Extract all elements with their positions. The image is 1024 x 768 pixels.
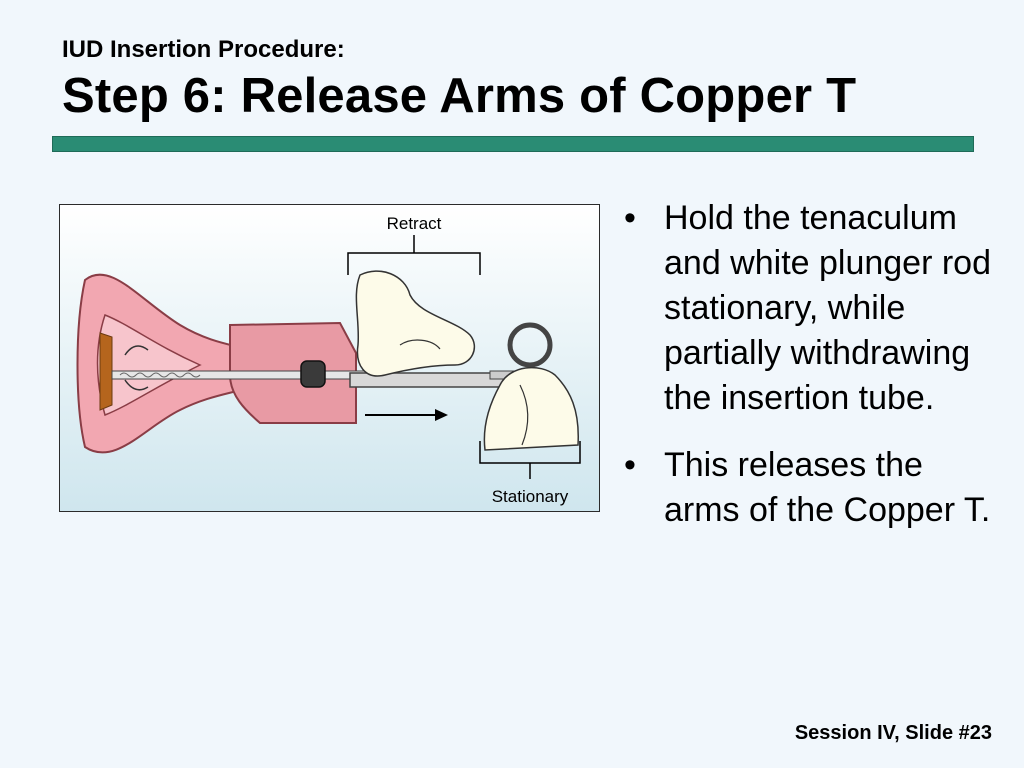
slide-title: Step 6: Release Arms of Copper T: [62, 69, 857, 123]
bullet-list: • Hold the tenaculum and white plunger r…: [624, 196, 1004, 555]
slide-footer: Session IV, Slide #23: [794, 722, 992, 744]
retracting-hand: [355, 270, 476, 377]
stationary-bracket: [479, 441, 581, 479]
retract-label: Retract: [387, 214, 442, 233]
retract-bracket: [347, 235, 481, 275]
direction-arrow: [365, 409, 448, 421]
bullet-item: • Hold the tenaculum and white plunger r…: [624, 196, 1004, 421]
title-divider-bar: [52, 136, 974, 152]
bullet-marker: •: [624, 199, 636, 237]
bullet-text: This releases the arms of the Copper T.: [664, 446, 991, 529]
bullet-marker: •: [624, 446, 636, 484]
bullet-item: • This releases the arms of the Copper T…: [624, 443, 1004, 533]
slide-subtitle: IUD Insertion Procedure:: [62, 36, 345, 63]
stationary-hand: [483, 366, 579, 451]
bullet-text: Hold the tenaculum and white plunger rod…: [664, 199, 992, 417]
iud-procedure-illustration: Retract Stationary: [59, 204, 600, 512]
stationary-label: Stationary: [492, 487, 569, 506]
